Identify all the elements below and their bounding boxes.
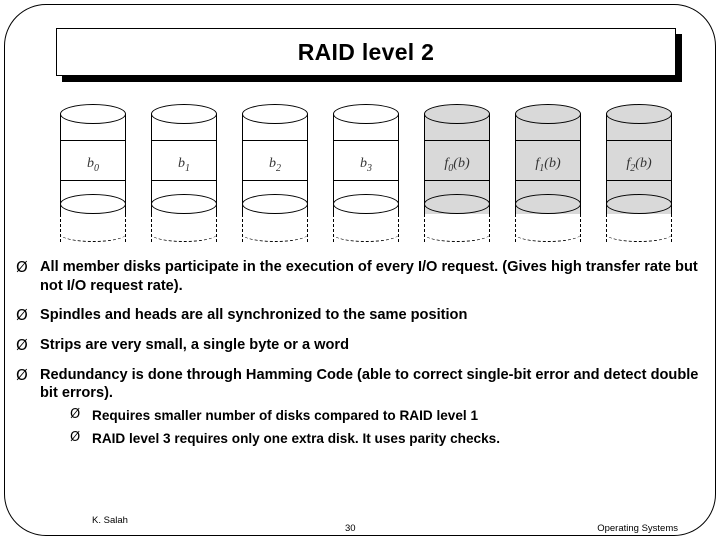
disk-cylinder-1: b1 — [151, 104, 217, 214]
cylinder-band — [60, 140, 126, 141]
sub-bullet-item-0: Ø Requires smaller number of disks compa… — [70, 407, 712, 425]
cylinder-band — [333, 140, 399, 141]
cylinder-top — [515, 104, 581, 124]
disk-label-0: b0 — [87, 156, 99, 174]
footer-author: K. Salah — [92, 515, 128, 526]
cylinder-band — [333, 180, 399, 181]
disk-dashed-tail-5 — [515, 214, 581, 242]
cylinder-band — [515, 140, 581, 141]
bullet-text-3: Redundancy is done through Hamming Code … — [40, 366, 699, 402]
cylinder-band — [424, 140, 490, 141]
cylinder-top — [151, 104, 217, 124]
bullet-text-2: Strips are very small, a single byte or … — [40, 337, 350, 354]
sub-bullet-text-0: Requires smaller number of disks compare… — [92, 408, 479, 424]
disk-cylinder-2: b2 — [242, 104, 308, 214]
cylinder-band — [424, 180, 490, 181]
disk-label-1: b1 — [178, 156, 190, 174]
disk-cylinder-0: b0 — [60, 104, 126, 214]
bullet-text-0: All member disks participate in the exec… — [40, 259, 698, 294]
cylinder-band — [60, 180, 126, 181]
cylinder-bottom — [333, 194, 399, 214]
footer-course: Operating Systems — [597, 523, 678, 534]
disk-cylinder-3: b3 — [333, 104, 399, 214]
disk-dashed-tail-3 — [333, 214, 399, 242]
bullet-item-1: Ø Spindles and heads are all synchronize… — [12, 306, 712, 325]
disk-dashed-tail-4 — [424, 214, 490, 242]
sub-bullet-item-1: Ø RAID level 3 requires only one extra d… — [70, 430, 712, 448]
bullet-item-0: Ø All member disks participate in the ex… — [12, 258, 712, 295]
cylinder-band — [242, 180, 308, 181]
disk-label-2: b2 — [269, 156, 281, 174]
disk-dashed-tail-6 — [606, 214, 672, 242]
disk-dashed-tail-0 — [60, 214, 126, 242]
cylinder-top — [333, 104, 399, 124]
sub-bullet-marker-icon: Ø — [70, 407, 81, 423]
bullet-item-3: Ø Redundancy is done through Hamming Cod… — [12, 366, 712, 448]
title-box: RAID level 2 — [56, 28, 676, 76]
cylinder-top — [60, 104, 126, 124]
raid-disk-diagram: b0 b1 b2 — [48, 100, 688, 250]
disk-dashed-tail-2 — [242, 214, 308, 242]
bullet-marker-icon: Ø — [16, 336, 28, 355]
bullet-marker-icon: Ø — [16, 306, 28, 325]
disk-cylinder-5: f1(b) — [515, 104, 581, 214]
bullet-list: Ø All member disks participate in the ex… — [12, 258, 712, 458]
cylinder-bottom — [424, 194, 490, 214]
bullet-item-2: Ø Strips are very small, a single byte o… — [12, 336, 712, 355]
cylinder-top — [606, 104, 672, 124]
disk-label-4: f0(b) — [444, 156, 470, 174]
cylinder-bottom — [515, 194, 581, 214]
disk-cylinder-4: f0(b) — [424, 104, 490, 214]
bullet-marker-icon: Ø — [16, 258, 28, 276]
cylinder-bottom — [60, 194, 126, 214]
sub-bullet-list: Ø Requires smaller number of disks compa… — [40, 407, 712, 447]
disk-label-6: f2(b) — [626, 156, 652, 174]
cylinder-band — [515, 180, 581, 181]
page-title: RAID level 2 — [297, 38, 435, 65]
disk-label-5: f1(b) — [535, 156, 561, 174]
cylinder-bottom — [242, 194, 308, 214]
disk-cylinder-6: f2(b) — [606, 104, 672, 214]
cylinder-band — [242, 140, 308, 141]
cylinder-band — [151, 180, 217, 181]
disk-label-3: b3 — [360, 156, 372, 174]
bullet-marker-icon: Ø — [16, 365, 28, 384]
cylinder-band — [606, 140, 672, 141]
sub-bullet-text-1: RAID level 3 requires only one extra dis… — [92, 430, 500, 446]
cylinder-top — [424, 104, 490, 124]
bullet-text-1: Spindles and heads are all synchronized … — [40, 307, 468, 324]
cylinder-bottom — [151, 194, 217, 214]
disk-dashed-tail-1 — [151, 214, 217, 242]
cylinder-band — [606, 180, 672, 181]
sub-bullet-marker-icon: Ø — [70, 429, 81, 445]
footer-page-number: 30 — [345, 523, 356, 534]
cylinder-bottom — [606, 194, 672, 214]
cylinder-band — [151, 140, 217, 141]
cylinder-top — [242, 104, 308, 124]
